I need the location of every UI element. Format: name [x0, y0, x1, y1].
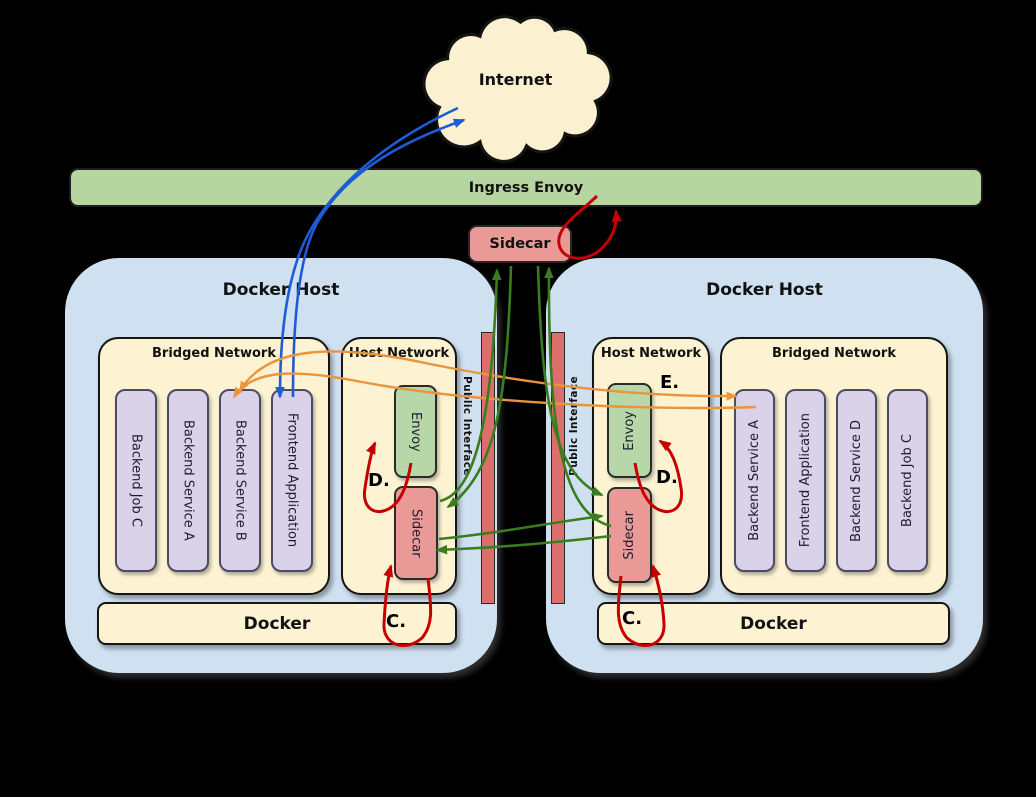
- ingress-sidecar-box: Sidecar: [468, 225, 572, 263]
- container-label: Frontend Application: [798, 413, 813, 548]
- container-label: Backend Service D: [849, 419, 864, 542]
- container-label: Backend Job C: [128, 434, 144, 527]
- container-row-right: Backend Service A Frontend Application B…: [734, 389, 928, 572]
- public-interface-bar-right: [551, 332, 565, 604]
- envoy-left: Envoy: [394, 385, 437, 478]
- internet-cloud-icon: [422, 15, 613, 163]
- container-backend-service-a-right: Backend Service A: [734, 389, 775, 572]
- ingress-envoy-label: Ingress Envoy: [468, 179, 584, 196]
- internet-label: Internet: [478, 70, 553, 89]
- annotation-e-right: E.: [660, 372, 680, 393]
- container-backend-service-a-left: Backend Service A: [167, 389, 209, 572]
- envoy-right: Envoy: [607, 383, 652, 478]
- sidecar-right: Sidecar: [607, 487, 652, 583]
- bridged-network-right-title: Bridged Network: [772, 346, 896, 361]
- annotation-c-left: C.: [386, 611, 407, 632]
- container-label: Backend Service A: [747, 420, 762, 541]
- container-backend-service-b-left: Backend Service B: [219, 389, 261, 572]
- container-backend-service-d-right: Backend Service D: [836, 389, 877, 572]
- annotation-d-left: D.: [368, 470, 390, 491]
- container-label: Backend Service B: [232, 420, 248, 541]
- ingress-sidecar-label: Sidecar: [489, 236, 551, 252]
- bridged-network-left-title: Bridged Network: [152, 346, 276, 361]
- annotation-d-right: D.: [656, 467, 678, 488]
- bridged-network-left: Bridged Network Backend Job C Backend Se…: [98, 337, 330, 595]
- envoy-right-label: Envoy: [622, 410, 637, 451]
- container-frontend-application-right: Frontend Application: [785, 389, 826, 572]
- container-backend-job-c-left: Backend Job C: [115, 389, 157, 572]
- public-interface-left-label: Public Interface: [461, 376, 473, 476]
- sidecar-left: Sidecar: [394, 486, 438, 580]
- container-row-left: Backend Job C Backend Service A Backend …: [115, 389, 313, 572]
- container-label: Backend Service A: [180, 420, 196, 541]
- annotation-c-right: C.: [622, 608, 643, 629]
- docker-bar-right: Docker: [597, 602, 950, 645]
- docker-host-right-title: Docker Host: [706, 280, 823, 300]
- container-label: Backend Job C: [900, 434, 915, 527]
- docker-bar-right-label: Docker: [740, 613, 807, 634]
- public-interface-right-label: Public Interface: [568, 376, 580, 476]
- container-label: Frontend Application: [284, 413, 300, 548]
- bridged-network-right: Bridged Network Backend Service A Fronte…: [720, 337, 948, 595]
- container-backend-job-c-right: Backend Job C: [887, 389, 928, 572]
- docker-host-left-title: Docker Host: [222, 280, 340, 300]
- sidecar-right-label: Sidecar: [622, 510, 637, 560]
- host-network-left-title: Host Network: [348, 346, 450, 361]
- public-interface-bar-left: [481, 332, 495, 604]
- docker-bar-left-label: Docker: [243, 613, 311, 634]
- container-frontend-application-left: Frontend Application: [271, 389, 313, 572]
- ingress-envoy-bar: Ingress Envoy: [69, 168, 983, 207]
- sidecar-left-label: Sidecar: [408, 508, 424, 558]
- host-network-right-title: Host Network: [600, 346, 702, 361]
- envoy-left-label: Envoy: [408, 411, 423, 452]
